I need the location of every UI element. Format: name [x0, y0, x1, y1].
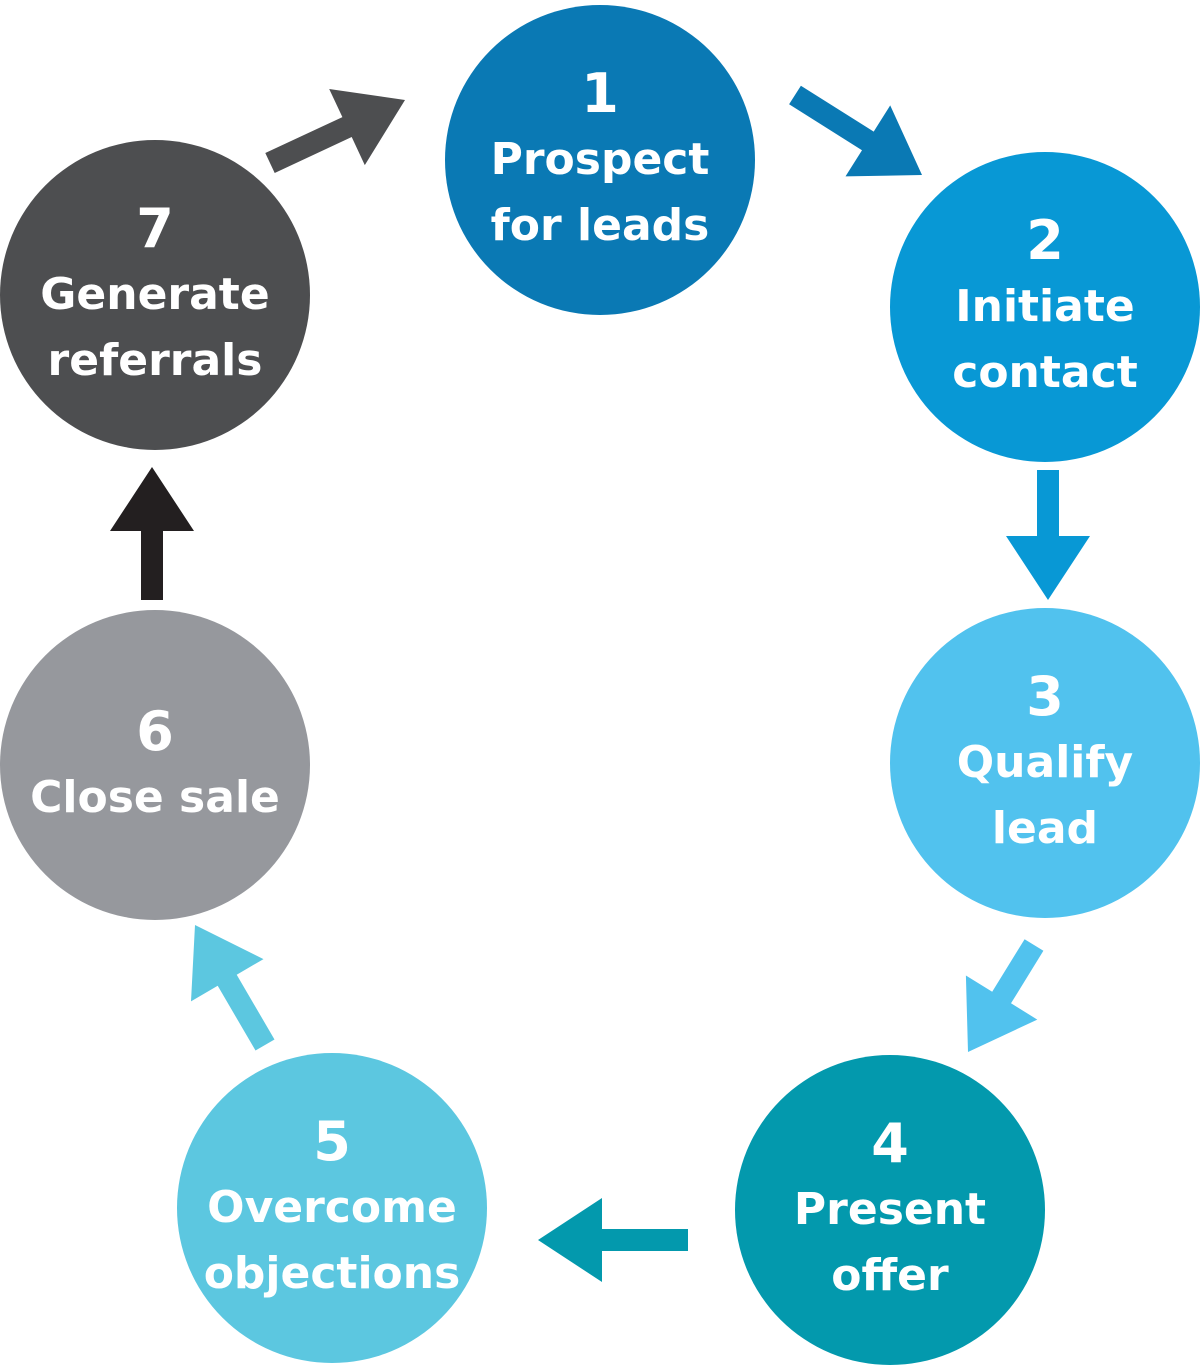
step-label: Present offer — [794, 1177, 986, 1309]
step-label-line: Generate — [40, 269, 270, 320]
arrow-step-4-to-5 — [538, 1198, 688, 1282]
arrow-step-6-to-7 — [110, 467, 194, 600]
step-label-line: for leads — [490, 200, 710, 251]
step-label: Qualify lead — [957, 730, 1133, 862]
step-number: 2 — [1026, 209, 1064, 272]
arrow-step-5-to-6 — [191, 925, 275, 1051]
step-label-line: Initiate — [955, 281, 1135, 332]
step-number: 6 — [136, 700, 174, 763]
step-number: 3 — [1026, 665, 1064, 728]
step-label-line: objections — [203, 1248, 461, 1299]
step-number: 7 — [136, 197, 174, 260]
step-label-line: referrals — [47, 335, 263, 386]
step-7-generate-referrals: 7 Generate referrals — [0, 140, 310, 450]
step-label: Initiate contact — [952, 274, 1137, 406]
step-6-close-sale: 6 Close sale — [0, 610, 310, 920]
step-label: Prospect for leads — [491, 127, 710, 259]
step-label-line: contact — [952, 347, 1138, 398]
step-label: Generate referrals — [40, 262, 269, 394]
step-3-qualify-lead: 3 Qualify lead — [890, 608, 1200, 918]
step-label: Overcome objections — [204, 1175, 461, 1307]
step-2-initiate-contact: 2 Initiate contact — [890, 152, 1200, 462]
step-number: 1 — [581, 62, 619, 125]
arrow-step-7-to-1 — [265, 89, 405, 173]
arrow-step-2-to-3 — [1006, 470, 1090, 600]
step-4-present-offer: 4 Present offer — [735, 1055, 1045, 1365]
step-label-line: Close sale — [30, 772, 280, 823]
step-label-line: Overcome — [207, 1182, 457, 1233]
step-number: 4 — [871, 1112, 909, 1175]
step-label-line: Present — [793, 1184, 987, 1235]
arrow-step-3-to-4 — [965, 939, 1044, 1052]
step-label: Close sale — [30, 765, 280, 831]
step-label-line: Prospect — [490, 134, 710, 185]
step-label-line: lead — [991, 803, 1099, 854]
step-5-overcome-objections: 5 Overcome objections — [177, 1053, 487, 1363]
step-number: 5 — [313, 1110, 351, 1173]
arrow-step-1-to-2 — [789, 85, 922, 177]
step-1-prospect-for-leads: 1 Prospect for leads — [445, 5, 755, 315]
step-label-line: Qualify — [956, 737, 1134, 788]
step-label-line: offer — [831, 1250, 949, 1301]
